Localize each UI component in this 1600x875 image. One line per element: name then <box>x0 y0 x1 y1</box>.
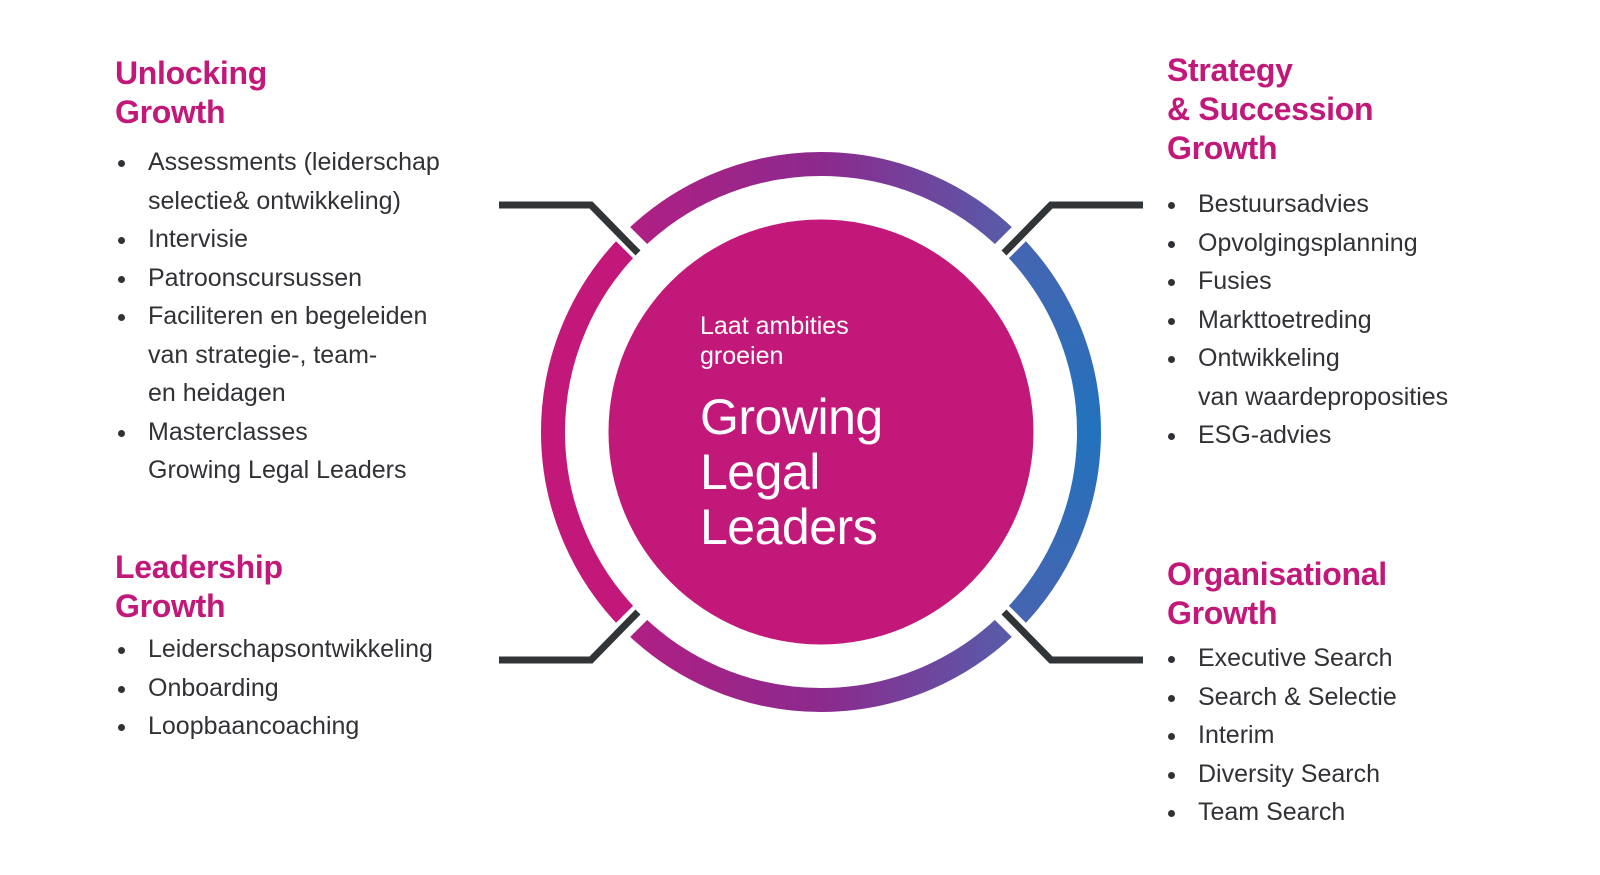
service-item: Team Search <box>1168 793 1397 832</box>
ring-arc-right <box>1002 234 1101 630</box>
service-item-text: Assessments (leiderschap <box>148 148 440 176</box>
connector-bottom-right <box>1001 609 1143 664</box>
service-item: Faciliteren en begeleiden van strategie-,… <box>118 297 440 413</box>
service-item-text: Executive Search <box>1198 644 1393 672</box>
ring-arc-bottom <box>623 613 1019 712</box>
center-circle <box>608 219 1034 645</box>
connector-top-right <box>1001 201 1143 256</box>
service-item-text: Faciliteren en begeleiden <box>148 302 428 330</box>
service-item: Interim <box>1168 716 1397 755</box>
service-item: Opvolgingsplanning <box>1168 224 1448 263</box>
service-item: Executive Search <box>1168 639 1397 678</box>
bullet-icon <box>1168 771 1175 779</box>
service-item: Diversity Search <box>1168 755 1397 794</box>
service-item-text: Diversity Search <box>1198 759 1380 788</box>
heading-line: Growth <box>115 588 226 624</box>
service-item-text: Leiderschapsontwikkeling <box>148 635 433 663</box>
service-item: Ontwikkeling van waardeproposities <box>1168 339 1448 416</box>
heading-line: Organisational <box>1167 556 1387 592</box>
quadrant-heading-unlocking-growth: Unlocking Growth <box>115 54 267 132</box>
service-item-text: Fusies <box>1198 267 1272 295</box>
service-item-text: Markttoetreding <box>1198 305 1372 334</box>
service-item-text: Interim <box>1198 721 1275 749</box>
title-line: Growing <box>700 389 883 445</box>
service-item: Intervisie <box>118 220 440 259</box>
service-item: Assessments (leiderschap selectie& ontwik… <box>118 143 440 220</box>
bullet-icon <box>1168 810 1175 817</box>
service-item-text: Bestuursadvies <box>1198 190 1369 218</box>
service-item: Patroonscursussen <box>118 259 440 298</box>
bullet-icon <box>118 314 125 321</box>
ring-arc-top <box>623 152 1019 251</box>
center-tagline: Laat ambities groeien <box>700 311 849 371</box>
heading-line: Unlocking <box>115 55 267 91</box>
tagline-line: groeien <box>700 342 784 370</box>
bullet-icon <box>1168 733 1175 740</box>
service-list-unlocking-growth: Assessments (leiderschap selectie& ontwik… <box>118 143 440 490</box>
heading-line: Leadership <box>115 549 283 585</box>
service-item-text: van strategie-, team- <box>148 340 378 369</box>
service-item: Onboarding <box>118 669 433 708</box>
service-item-text: Loopbaancoaching <box>148 712 360 740</box>
service-item-text: Growing Legal Leaders <box>148 456 407 484</box>
quadrant-heading-leadership-growth: Leadership Growth <box>115 548 283 626</box>
bullet-icon <box>118 724 125 731</box>
service-item-text: ESG-advies <box>1198 421 1332 449</box>
connector-bottom-left <box>499 609 641 664</box>
tagline-line: Laat ambities <box>700 312 849 340</box>
service-item-text: Opvolgingsplanning <box>1198 228 1418 257</box>
heading-line: Strategy <box>1167 52 1293 88</box>
service-item-text: selectie& ontwikkeling) <box>148 186 401 215</box>
connectors <box>499 201 1143 664</box>
quadrant-heading-organisational-growth: Organisational Growth <box>1167 555 1387 633</box>
bullet-icon <box>118 647 125 654</box>
service-item-text: van waardeproposities <box>1198 382 1449 411</box>
title-line: Legal <box>700 444 820 500</box>
service-item-text: Search & Selectie <box>1198 682 1397 711</box>
bullet-icon <box>118 275 125 283</box>
bullet-icon <box>1168 433 1175 440</box>
service-item-text: Onboarding <box>148 673 279 702</box>
service-item: Bestuursadvies <box>1168 185 1448 224</box>
service-item-text: Intervisie <box>148 225 249 253</box>
service-item: ESG-advies <box>1168 416 1448 455</box>
bullet-icon <box>1168 656 1175 663</box>
service-item-text: Patroonscursussen <box>148 263 363 292</box>
center-title: Growing Legal Leaders <box>700 390 883 555</box>
heading-line: Growth <box>1167 595 1278 631</box>
bullet-icon <box>118 685 125 693</box>
service-item-text: Masterclasses <box>148 417 308 446</box>
heading-line: & Succession <box>1167 91 1374 127</box>
bullet-icon <box>118 160 125 167</box>
bullet-icon <box>1168 202 1175 209</box>
bullet-icon <box>1168 240 1175 248</box>
bullet-icon <box>1168 356 1175 363</box>
heading-line: Growth <box>1167 130 1278 166</box>
bullet-icon <box>1168 694 1175 702</box>
service-item-text: Team Search <box>1198 798 1346 826</box>
service-item-text: Ontwikkeling <box>1198 344 1340 372</box>
connector-top-left <box>499 201 641 256</box>
bullet-icon <box>118 237 125 244</box>
service-item-text: en heidagen <box>148 379 286 407</box>
ring-arc-left <box>541 234 640 630</box>
service-item: Fusies <box>1168 262 1448 301</box>
bullet-icon <box>1168 317 1175 325</box>
quadrant-heading-strategy-succession-growth: Strategy & Succession Growth <box>1167 51 1374 168</box>
service-item: Markttoetreding <box>1168 301 1448 340</box>
heading-line: Growth <box>115 94 226 130</box>
service-item: Search & Selectie <box>1168 678 1397 717</box>
bullet-icon <box>1168 279 1175 286</box>
service-item: Leiderschapsontwikkeling <box>118 630 433 669</box>
title-line: Leaders <box>700 499 878 555</box>
service-item: Loopbaancoaching <box>118 707 433 746</box>
bullet-icon <box>118 429 125 437</box>
